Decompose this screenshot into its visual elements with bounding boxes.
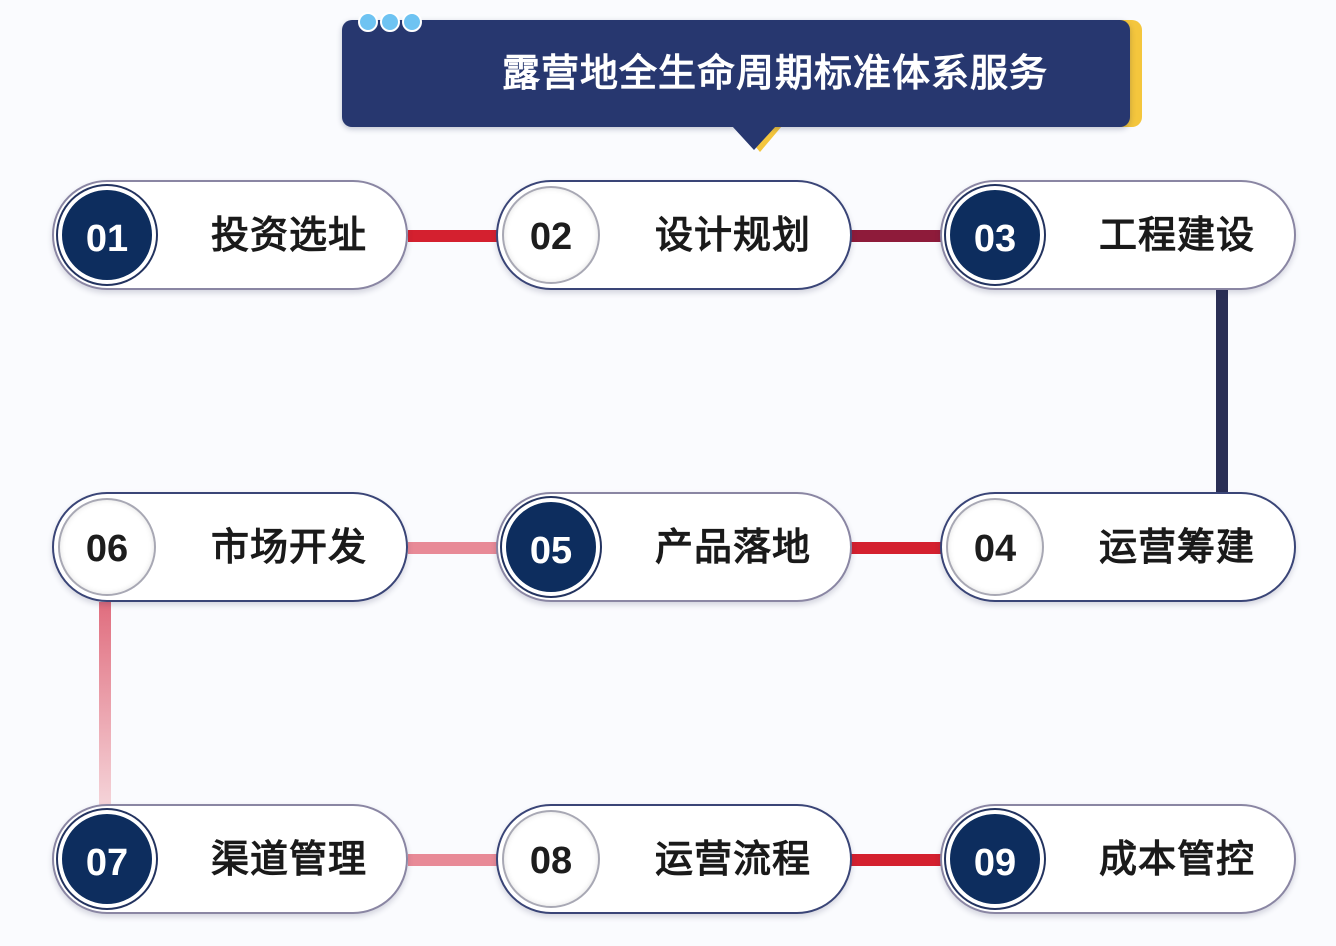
step-number-badge: 08	[502, 810, 600, 908]
connector-06-07	[99, 602, 111, 806]
connector-03-04	[1216, 290, 1228, 496]
step-02: 02 设计规划	[496, 180, 852, 290]
step-05: 05 产品落地	[496, 492, 852, 602]
step-label: 运营流程	[654, 837, 811, 881]
step-label: 工程建设	[1098, 213, 1255, 257]
step-01: 01 投资选址	[52, 180, 408, 290]
banner-dot-icon	[358, 12, 378, 32]
step-number-badge: 09	[946, 810, 1044, 908]
page-title: 露营地全生命周期标准体系服务	[501, 51, 1048, 95]
connector-01-02	[408, 230, 498, 242]
step-09: 09 成本管控	[940, 804, 1296, 914]
step-number-badge: 04	[946, 498, 1044, 596]
step-number-badge: 05	[502, 498, 600, 596]
step-label: 设计规划	[654, 213, 811, 257]
step-label: 投资选址	[210, 213, 367, 257]
step-number-badge: 02	[502, 186, 600, 284]
banner-dot-icon	[402, 12, 422, 32]
connector-04-05	[850, 542, 942, 554]
step-03: 03 工程建设	[940, 180, 1296, 290]
step-label: 产品落地	[654, 525, 811, 569]
connector-05-06	[408, 542, 498, 554]
step-number-badge: 06	[58, 498, 156, 596]
step-number-badge: 03	[946, 186, 1044, 284]
step-07: 07 渠道管理	[52, 804, 408, 914]
banner-dot-icon	[380, 12, 400, 32]
step-label: 运营筹建	[1098, 525, 1255, 569]
step-06: 06 市场开发	[52, 492, 408, 602]
step-label: 成本管控	[1098, 837, 1255, 881]
step-label: 渠道管理	[210, 837, 367, 881]
connector-07-08	[408, 854, 498, 866]
step-label: 市场开发	[210, 525, 367, 569]
step-number-badge: 07	[58, 810, 156, 908]
step-number-badge: 01	[58, 186, 156, 284]
connector-02-03	[850, 230, 942, 242]
banner-tail	[732, 126, 776, 150]
title-banner	[342, 20, 1130, 127]
step-08: 08 运营流程	[496, 804, 852, 914]
step-04: 04 运营筹建	[940, 492, 1296, 602]
connector-08-09	[850, 854, 942, 866]
